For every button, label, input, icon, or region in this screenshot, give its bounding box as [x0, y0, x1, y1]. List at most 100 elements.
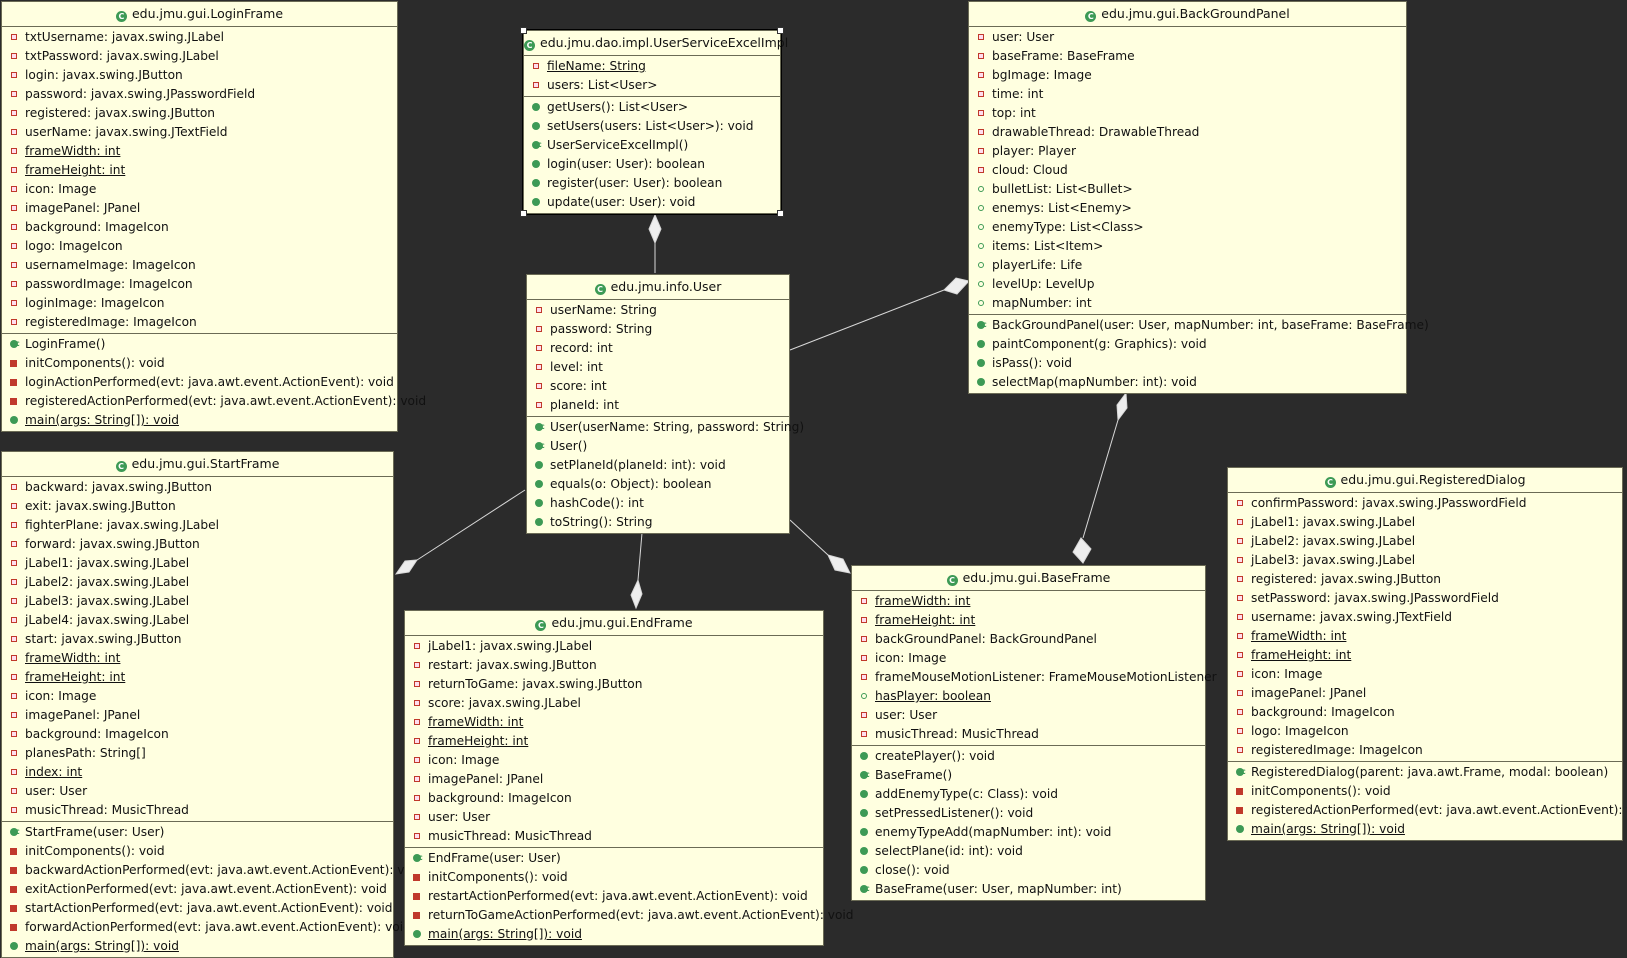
field-row[interactable]: setPassword: javax.swing.JPasswordField [1228, 589, 1622, 608]
field-row[interactable]: frameWidth: int [852, 592, 1205, 611]
method-row[interactable]: initComponents(): void [405, 868, 823, 887]
field-row[interactable]: frameHeight: int [1228, 646, 1622, 665]
selection-handle[interactable] [777, 27, 784, 34]
field-row[interactable]: musicThread: MusicThread [405, 827, 823, 846]
method-row[interactable]: paintComponent(g: Graphics): void [969, 335, 1406, 354]
field-row[interactable]: level: int [527, 358, 789, 377]
method-row[interactable]: User(userName: String, password: String) [527, 417, 804, 437]
field-row[interactable]: items: List<Item> [969, 237, 1406, 256]
field-row[interactable]: frameHeight: int [2, 161, 397, 180]
method-row[interactable]: startActionPerformed(evt: java.awt.event… [2, 899, 393, 918]
field-row[interactable]: forward: javax.swing.JButton [2, 535, 393, 554]
field-row[interactable]: record: int [527, 339, 789, 358]
method-row[interactable]: LoginFrame() [2, 334, 397, 354]
field-row[interactable]: logo: ImageIcon [1228, 722, 1622, 741]
field-row[interactable]: bgImage: Image [969, 66, 1406, 85]
field-row[interactable]: background: ImageIcon [405, 789, 823, 808]
method-row[interactable]: setPlaneId(planeId: int): void [527, 456, 789, 475]
field-row[interactable]: backGroundPanel: BackGroundPanel [852, 630, 1205, 649]
field-row[interactable]: hasPlayer: boolean [852, 687, 1205, 706]
method-row[interactable]: setPressedListener(): void [852, 804, 1205, 823]
field-row[interactable]: icon: Image [2, 180, 397, 199]
field-row[interactable]: icon: Image [405, 751, 823, 770]
field-row[interactable]: passwordImage: ImageIcon [2, 275, 397, 294]
method-row[interactable]: getUsers(): List<User> [524, 98, 780, 117]
field-row[interactable]: planeId: int [527, 396, 789, 415]
field-row[interactable]: confirmPassword: javax.swing.JPasswordFi… [1228, 494, 1622, 513]
field-row[interactable]: registered: javax.swing.JButton [2, 104, 397, 123]
field-row[interactable]: returnToGame: javax.swing.JButton [405, 675, 823, 694]
field-row[interactable]: background: ImageIcon [2, 218, 397, 237]
field-row[interactable]: jLabel2: javax.swing.JLabel [2, 573, 393, 592]
field-row[interactable]: playerLife: Life [969, 256, 1406, 275]
method-row[interactable]: registeredActionPerformed(evt: java.awt.… [2, 392, 426, 411]
method-row[interactable]: addEnemyType(c: Class): void [852, 785, 1205, 804]
field-row[interactable]: username: javax.swing.JTextField [1228, 608, 1622, 627]
field-row[interactable]: userName: String [527, 301, 789, 320]
method-row[interactable]: exitActionPerformed(evt: java.awt.event.… [2, 880, 393, 899]
field-row[interactable]: score: int [527, 377, 789, 396]
field-row[interactable]: userName: javax.swing.JTextField [2, 123, 397, 142]
field-row[interactable]: fileName: String [524, 57, 780, 76]
selection-handle[interactable] [520, 27, 527, 34]
field-row[interactable]: logo: ImageIcon [2, 237, 397, 256]
selection-handle[interactable] [777, 210, 784, 217]
method-row[interactable]: update(user: User): void [524, 193, 780, 212]
field-row[interactable]: usernameImage: ImageIcon [2, 256, 397, 275]
field-row[interactable]: restart: javax.swing.JButton [405, 656, 823, 675]
method-row[interactable]: close(): void [852, 861, 1205, 880]
field-row[interactable]: frameWidth: int [2, 142, 397, 161]
field-row[interactable]: frameWidth: int [405, 713, 823, 732]
method-row[interactable]: User() [527, 436, 789, 456]
method-row[interactable]: initComponents(): void [2, 842, 393, 861]
method-row[interactable]: selectMap(mapNumber: int): void [969, 373, 1406, 392]
field-row[interactable]: password: String [527, 320, 789, 339]
field-row[interactable]: txtUsername: javax.swing.JLabel [2, 28, 397, 47]
field-row[interactable]: musicThread: MusicThread [852, 725, 1205, 744]
field-row[interactable]: player: Player [969, 142, 1406, 161]
method-row[interactable]: StartFrame(user: User) [2, 822, 393, 842]
method-row[interactable]: createPlayer(): void [852, 747, 1205, 766]
method-row[interactable]: main(args: String[]): void [2, 937, 393, 956]
field-row[interactable]: enemys: List<Enemy> [969, 199, 1406, 218]
method-row[interactable]: setUsers(users: List<User>): void [524, 117, 780, 136]
field-row[interactable]: fighterPlane: javax.swing.JLabel [2, 516, 393, 535]
field-row[interactable]: jLabel1: javax.swing.JLabel [1228, 513, 1622, 532]
field-row[interactable]: registered: javax.swing.JButton [1228, 570, 1622, 589]
method-row[interactable]: UserServiceExcelImpl() [524, 135, 780, 155]
field-row[interactable]: bulletList: List<Bullet> [969, 180, 1406, 199]
method-row[interactable]: equals(o: Object): boolean [527, 475, 789, 494]
field-row[interactable]: planesPath: String[] [2, 744, 393, 763]
field-row[interactable]: user: User [852, 706, 1205, 725]
method-row[interactable]: BackGroundPanel(user: User, mapNumber: i… [969, 315, 1429, 335]
field-row[interactable]: enemyType: List<Class> [969, 218, 1406, 237]
field-row[interactable]: icon: Image [1228, 665, 1622, 684]
method-row[interactable]: forwardActionPerformed(evt: java.awt.eve… [2, 918, 411, 937]
field-row[interactable]: exit: javax.swing.JButton [2, 497, 393, 516]
method-row[interactable]: initComponents(): void [1228, 782, 1622, 801]
field-row[interactable]: frameHeight: int [405, 732, 823, 751]
field-row[interactable]: user: User [2, 782, 393, 801]
field-row[interactable]: frameHeight: int [2, 668, 393, 687]
field-row[interactable]: levelUp: LevelUp [969, 275, 1406, 294]
method-row[interactable]: initComponents(): void [2, 354, 397, 373]
field-row[interactable]: frameWidth: int [1228, 627, 1622, 646]
field-row[interactable]: user: User [969, 28, 1406, 47]
field-row[interactable]: icon: Image [2, 687, 393, 706]
field-row[interactable]: backward: javax.swing.JButton [2, 478, 393, 497]
field-row[interactable]: frameMouseMotionListener: FrameMouseMoti… [852, 668, 1217, 687]
field-row[interactable]: background: ImageIcon [1228, 703, 1622, 722]
field-row[interactable]: loginImage: ImageIcon [2, 294, 397, 313]
field-row[interactable]: start: javax.swing.JButton [2, 630, 393, 649]
field-row[interactable]: icon: Image [852, 649, 1205, 668]
selection-handle[interactable] [520, 210, 527, 217]
field-row[interactable]: imagePanel: JPanel [2, 199, 397, 218]
field-row[interactable]: frameHeight: int [852, 611, 1205, 630]
field-row[interactable]: users: List<User> [524, 76, 780, 95]
